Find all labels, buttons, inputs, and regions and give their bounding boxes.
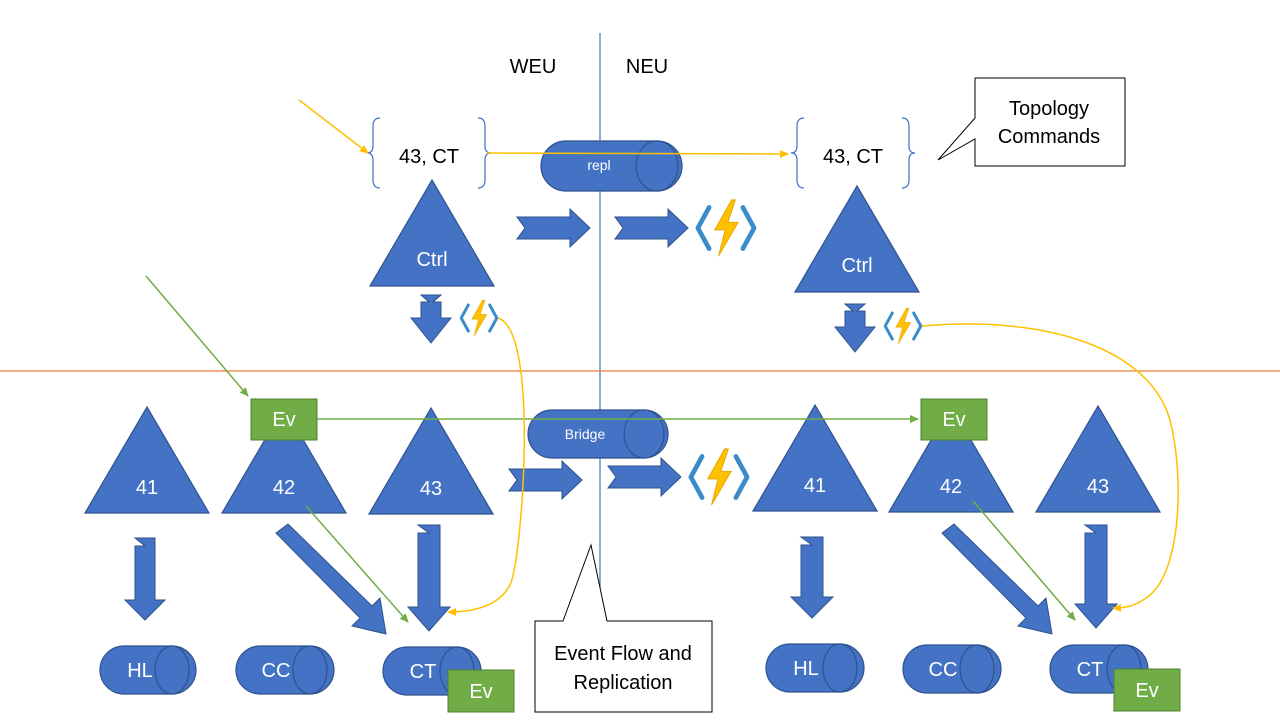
controller-neu	[793, 184, 921, 293]
repl-queue-label: repl	[587, 157, 610, 173]
node-41-neu-down-arrow	[789, 536, 835, 619]
incoming-command-arrow	[298, 99, 369, 154]
event-to-store-line-weu	[305, 505, 409, 623]
node-41-neu	[751, 403, 879, 512]
top-flow-arrow-neu	[614, 207, 689, 249]
event-flow-callout-line1: Event Flow and	[554, 643, 692, 665]
node-42-neu-diag-arrow	[941, 523, 1053, 635]
ctrl-down-arrow-weu	[409, 294, 453, 344]
right-bracket-text: 43, CT	[823, 146, 883, 168]
event-badge-neu	[920, 398, 988, 441]
controller-neu-label: Ctrl	[841, 255, 872, 277]
event-flow-callout-line2: Replication	[574, 672, 673, 694]
node-43-neu	[1034, 404, 1162, 513]
node-43-neu-label: 43	[1087, 476, 1109, 498]
function-to-store-curve-neu	[921, 323, 1179, 612]
top-flow-arrow-weu	[516, 207, 591, 249]
right-bracket	[790, 117, 916, 189]
store-ct-neu-label: CT	[1077, 659, 1104, 681]
event-badge-weu	[250, 398, 318, 441]
node-43-weu-down-arrow	[406, 524, 452, 632]
store-hl-weu	[99, 645, 197, 695]
node-41-weu-label: 41	[136, 477, 158, 499]
bridge-queue-label: Bridge	[565, 426, 606, 442]
node-43-weu	[367, 406, 495, 515]
node-41-neu-label: 41	[804, 475, 826, 497]
incoming-event-arrow	[145, 275, 249, 397]
node-41-weu	[83, 405, 211, 514]
region-label-weu: WEU	[510, 56, 557, 78]
bottom-flow-arrow-neu	[607, 456, 682, 498]
function-bolt-icon	[883, 307, 923, 345]
node-43-neu-down-arrow	[1073, 524, 1119, 629]
store-hl-weu-label: HL	[127, 660, 153, 682]
store-ct-weu-label: CT	[410, 661, 437, 683]
function-bolt-icon	[691, 449, 747, 505]
node-42-weu-label: 42	[273, 477, 295, 499]
topology-commands-callout	[937, 77, 1126, 167]
store-event-badge-weu-label: Ev	[469, 681, 492, 703]
event-to-store-line-neu	[972, 500, 1076, 621]
repl-queue	[540, 140, 683, 192]
topology-callout-line1: Topology	[1009, 98, 1089, 120]
node-41-weu-down-arrow	[123, 537, 167, 621]
topology-callout-line2: Commands	[998, 126, 1100, 148]
region-label-neu: NEU	[626, 56, 668, 78]
replication-line	[486, 149, 789, 158]
bridge-queue	[527, 409, 669, 459]
ctrl-down-arrow-neu	[833, 303, 877, 353]
store-cc-neu-label: CC	[929, 659, 958, 681]
function-to-store-curve-weu	[447, 317, 525, 616]
store-event-badge-neu	[1113, 668, 1181, 712]
store-event-badge-weu	[447, 669, 515, 713]
node-42-neu-label: 42	[940, 476, 962, 498]
node-42-weu-diag-arrow	[275, 523, 387, 635]
node-43-weu-label: 43	[420, 478, 442, 500]
event-flow-callout	[534, 543, 713, 713]
store-event-badge-neu-label: Ev	[1135, 680, 1158, 702]
function-bolt-icon	[698, 200, 754, 256]
store-cc-weu-label: CC	[262, 660, 291, 682]
function-bolt-icon	[459, 299, 499, 337]
node-42-weu	[220, 405, 348, 514]
store-cc-neu	[902, 644, 1002, 694]
store-hl-neu	[765, 643, 865, 693]
bottom-flow-arrow-weu	[508, 459, 583, 501]
event-badge-weu-label: Ev	[272, 409, 295, 431]
node-42-neu	[887, 404, 1015, 513]
event-badge-neu-label: Ev	[942, 409, 965, 431]
left-bracket-text: 43, CT	[399, 146, 459, 168]
controller-weu	[368, 178, 496, 287]
store-cc-weu	[235, 645, 335, 695]
store-hl-neu-label: HL	[793, 658, 819, 680]
controller-weu-label: Ctrl	[416, 249, 447, 271]
